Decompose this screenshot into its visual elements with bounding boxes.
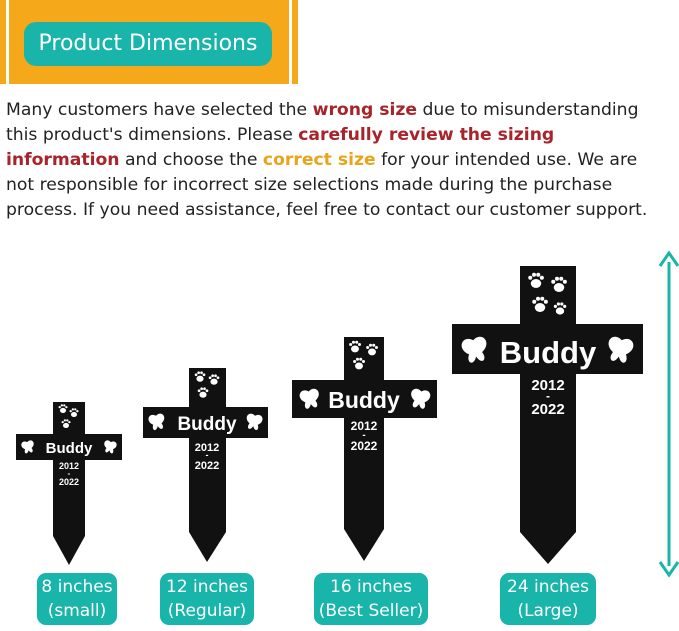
size-tag-24-inches: 24 inches (Large) xyxy=(500,573,596,625)
intro-part: Many customers have selected the xyxy=(6,100,313,120)
size-label: (Best Seller) xyxy=(318,601,424,621)
header-banner: Product Dimensions xyxy=(0,0,298,84)
size-value: 16 inches xyxy=(330,577,412,597)
size-label: (small) xyxy=(47,601,107,621)
stake-8-inches xyxy=(16,402,122,565)
banner-title: Product Dimensions xyxy=(24,22,272,66)
intro-part: due to misunderstanding this product's d… xyxy=(6,100,639,145)
stake-year-end: 2022 xyxy=(59,477,79,487)
stake-year-dash: - xyxy=(206,450,209,460)
stake-name: Buddy xyxy=(500,335,597,370)
intro-text: Many customers have selected the wrong s… xyxy=(6,98,666,223)
intro-part: and choose the xyxy=(119,150,263,170)
size-label: (Large) xyxy=(517,601,579,621)
size-value: 12 inches xyxy=(166,577,248,597)
stake-year-end: 2022 xyxy=(351,439,378,453)
stake-name: Buddy xyxy=(328,387,400,413)
size-value: 8 inches xyxy=(41,577,113,597)
stake-year-start: 2012 xyxy=(195,442,219,454)
banner-divider-left xyxy=(6,0,9,84)
double-arrow-icon xyxy=(658,250,679,578)
stake-year-start: 2012 xyxy=(351,419,378,433)
stake-year-dash: - xyxy=(68,469,71,478)
size-tag-16-inches: 16 inches (Best Seller) xyxy=(314,573,428,625)
size-tag-12-inches: 12 inches (Regular) xyxy=(160,573,254,625)
stake-year-end: 2022 xyxy=(195,460,219,472)
stake-year-start: 2012 xyxy=(531,377,564,394)
banner-divider-right xyxy=(289,0,292,84)
stake-name: Buddy xyxy=(177,414,237,435)
intro-part: for your intended use. We are not respon… xyxy=(6,150,648,220)
size-label: (Regular) xyxy=(167,601,247,621)
stake-year-dash: - xyxy=(362,430,365,441)
stake-year-start: 2012 xyxy=(59,461,79,471)
size-value: 24 inches xyxy=(507,577,589,597)
stake-year-dash: - xyxy=(546,389,550,403)
intro-highlight-wrong-size: wrong size xyxy=(312,100,418,120)
stake-16-inches xyxy=(292,337,437,561)
stake-24-inches xyxy=(452,266,643,564)
stake-year-end: 2022 xyxy=(531,401,564,418)
stake-12-inches xyxy=(143,368,268,562)
intro-highlight-correct-size: correct size xyxy=(262,150,376,170)
intro-highlight-review: carefully review the sizing information xyxy=(6,125,555,170)
size-tag-8-inches: 8 inches (small) xyxy=(37,573,117,625)
stake-name: Buddy xyxy=(46,440,93,457)
